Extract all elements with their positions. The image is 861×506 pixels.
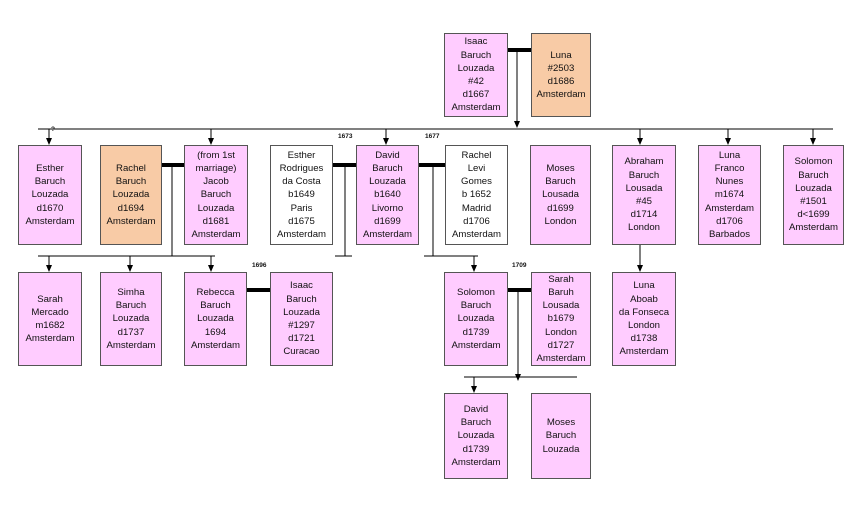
person-box-moses-baruch-louzada-gen4[interactable]: Moses Baruch Louzada [531, 393, 591, 479]
marriage-year-1709: 1709 [512, 262, 527, 269]
person-label: Moses Baruch Louzada [542, 417, 580, 455]
person-label: Rebecca Baruch Louzada 1694 Amsterdam [190, 286, 241, 351]
person-box-sarah-mercado[interactable]: Sarah Mercado m1682 Amsterdam [18, 272, 82, 366]
person-box-esther-baruch-louzada[interactable]: Esther Baruch Louzada d1670 Amsterdam [18, 145, 82, 245]
marriage-year-1696: 1696 [252, 262, 267, 269]
person-label: Esther Baruch Louzada d1670 Amsterdam [25, 162, 75, 227]
person-box-jacob-baruch-louzada[interactable]: (from 1st marriage) Jacob Baruch Louzada… [184, 145, 248, 245]
person-box-sarah-baruh-lousada[interactable]: Sarah Baruh Lousada b1679 London d1727 A… [531, 272, 591, 366]
person-box-rachel-baruch-louzada[interactable]: Rachel Baruch Louzada d1694 Amsterdam [100, 145, 162, 245]
person-box-luna-franco-nunes[interactable]: Luna Franco Nunes m1674 Amsterdam d1706 … [698, 145, 761, 245]
person-box-moses-baruch-lousada[interactable]: Moses Baruch Lousada d1699 London [530, 145, 591, 245]
person-box-solomon-baruch-louzada[interactable]: Solomon Baruch Louzada #1501 d<1699 Amst… [783, 145, 844, 245]
person-box-isaac-baruch-louzada[interactable]: Isaac Baruch Louzada #42 d1667 Amsterdam [444, 33, 508, 117]
person-label: Isaac Baruch Louzada #42 d1667 Amsterdam [451, 36, 501, 114]
person-label: Simha Baruch Louzada d1737 Amsterdam [106, 286, 156, 351]
person-label: Rachel Levi Gomes b 1652 Madrid d1706 Am… [451, 149, 502, 240]
person-box-simha-baruch-louzada[interactable]: Simha Baruch Louzada d1737 Amsterdam [100, 272, 162, 366]
person-label: Sarah Baruh Lousada b1679 London d1727 A… [536, 273, 586, 365]
person-label: Rachel Baruch Louzada d1694 Amsterdam [106, 162, 156, 227]
person-label: Abraham Baruch Lousada #45 d1714 London [624, 156, 664, 234]
person-label: Isaac Baruch Louzada #1297 d1721 Curacao [283, 280, 320, 358]
person-box-rachel-levi-gomes[interactable]: Rachel Levi Gomes b 1652 Madrid d1706 Am… [445, 145, 508, 245]
marriage-year-1677: 1677 [425, 133, 440, 140]
person-label: Luna #2503 d1686 Amsterdam [536, 49, 586, 101]
person-label: Moses Baruch Lousada d1699 London [542, 162, 579, 227]
person-label: Luna Franco Nunes m1674 Amsterdam d1706 … [704, 149, 755, 240]
person-box-david-baruch-louzada-gen4[interactable]: David Baruch Louzada d1739 Amsterdam [444, 393, 508, 479]
person-label: Solomon Baruch Louzada d1739 Amsterdam [451, 286, 501, 351]
marriage-year-1673: 1673 [338, 133, 353, 140]
unknown-marriage-mark: ? [51, 126, 55, 133]
person-box-luna[interactable]: Luna #2503 d1686 Amsterdam [531, 33, 591, 117]
person-label: David Baruch Louzada d1739 Amsterdam [451, 403, 501, 468]
person-box-david-baruch-louzada[interactable]: David Baruch Louzada b1640 Livorno d1699… [356, 145, 419, 245]
person-box-isaac-baruch-louzada-curacao[interactable]: Isaac Baruch Louzada #1297 d1721 Curacao [270, 272, 333, 366]
person-label: (from 1st marriage) Jacob Baruch Louzada… [191, 149, 241, 240]
person-box-abraham-baruch-lousada[interactable]: Abraham Baruch Lousada #45 d1714 London [612, 145, 676, 245]
person-label: Esther Rodrigues da Costa b1649 Paris d1… [276, 149, 327, 240]
person-box-esther-rodrigues-da-costa[interactable]: Esther Rodrigues da Costa b1649 Paris d1… [270, 145, 333, 245]
person-label: Luna Aboab da Fonseca London d1738 Amste… [618, 280, 670, 358]
person-box-luna-aboab-da-fonseca[interactable]: Luna Aboab da Fonseca London d1738 Amste… [612, 272, 676, 366]
person-label: Solomon Baruch Louzada #1501 d<1699 Amst… [788, 156, 839, 234]
person-box-rebecca-baruch-louzada[interactable]: Rebecca Baruch Louzada 1694 Amsterdam [184, 272, 247, 366]
person-box-solomon-baruch-louzada-gen3[interactable]: Solomon Baruch Louzada d1739 Amsterdam [444, 272, 508, 366]
person-label: David Baruch Louzada b1640 Livorno d1699… [362, 149, 413, 240]
person-label: Sarah Mercado m1682 Amsterdam [25, 293, 75, 345]
